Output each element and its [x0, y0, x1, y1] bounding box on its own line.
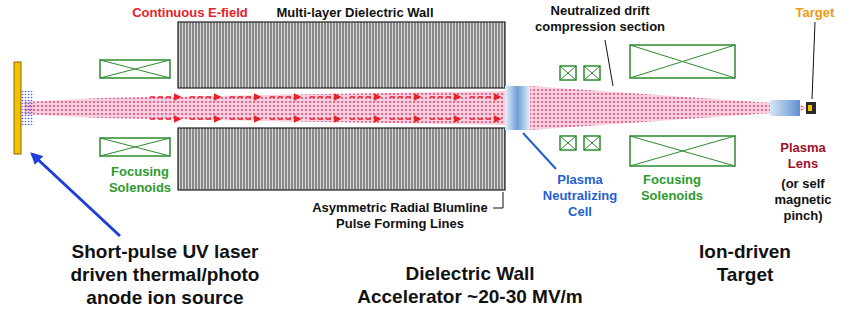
- efield-label-box: Continuous E-field: [115, 3, 265, 21]
- accelerator-title: Dielectric Wall Accelerator ~20-30 MV/m: [354, 262, 586, 308]
- efield-arrow: [470, 96, 500, 98]
- plasma-cell-label-box: Plasma Neutralizing Cell: [534, 172, 626, 220]
- ion-cloud: [21, 90, 34, 126]
- accelerator-title-box: Dielectric Wall Accelerator ~20-30 MV/m: [354, 262, 586, 308]
- drift-section-label-box: Neutralized drift compression section: [528, 3, 673, 35]
- blumline-label: Asymmetric Radial Blumline Pulse Forming…: [303, 200, 498, 232]
- ion-beam-dots: [24, 91, 505, 125]
- efield-arrow: [310, 118, 340, 120]
- solenoid-cross: [584, 66, 600, 80]
- wall-label: Multi-layer Dielectric Wall: [276, 5, 433, 21]
- target-label-box: Target: [790, 3, 840, 21]
- efield-arrow: [350, 118, 380, 120]
- efield-arrow: [430, 96, 460, 98]
- solenoid-cross: [584, 136, 600, 150]
- solenoid-cross: [630, 136, 735, 166]
- plasma-cell: [505, 86, 530, 130]
- plasma-lens-label-box: Plasma Lens: [772, 140, 834, 172]
- dielectric-wall: [178, 128, 505, 190]
- efield-arrow: [270, 118, 300, 120]
- target-block: [806, 102, 816, 114]
- leader-line: [812, 22, 815, 99]
- efield-arrows: [150, 97, 500, 119]
- efield-arrow: [230, 96, 260, 98]
- anode-plate: [14, 62, 21, 154]
- pinch-note-box: (or self magnetic pinch): [767, 176, 839, 224]
- efield-arrow: [150, 118, 180, 120]
- wall-label-box: Multi-layer Dielectric Wall: [250, 3, 460, 21]
- ion-beam-compressing: [530, 86, 808, 130]
- dielectric-wall-ground: [178, 22, 505, 88]
- dielectric-wall-ground: [178, 128, 505, 190]
- efield-arrow: [150, 96, 180, 98]
- ion-beam-compressing-dots: [530, 86, 808, 130]
- plasma-lens: [770, 100, 800, 116]
- efield-arrow: [230, 118, 260, 120]
- ion-beam: [24, 91, 505, 125]
- solenoid-coil: [100, 60, 170, 78]
- solenoid-label-box: Focusing Solenoids: [99, 164, 181, 196]
- solenoid-cross: [100, 138, 170, 156]
- solenoid-pair: [100, 60, 170, 156]
- solenoid-group: [560, 45, 735, 166]
- solenoid-coil: [100, 138, 170, 156]
- solenoid-coil: [630, 136, 735, 166]
- solenoid-coil: [584, 66, 600, 80]
- solenoid-label-box: Focusing Solenoids: [631, 172, 713, 204]
- drift-section-label: Neutralized drift compression section: [528, 3, 673, 35]
- efield-arrow: [390, 118, 420, 120]
- efield-arrow: [310, 96, 340, 98]
- leader-line: [523, 133, 556, 169]
- dielectric-wall: [178, 22, 505, 88]
- solenoid-label: Focusing Solenoids: [631, 172, 713, 204]
- pinch-note: (or self magnetic pinch): [767, 176, 839, 224]
- target-title: Ion-driven Target: [680, 240, 810, 286]
- efield-label: Continuous E-field: [132, 5, 248, 21]
- solenoid-coil: [560, 66, 576, 80]
- efield-arrow: [270, 96, 300, 98]
- pointer-arrow: [32, 154, 120, 236]
- solenoid-cross: [100, 60, 170, 78]
- ion-source-title-box: Short-pulse UV laser driven thermal/phot…: [53, 240, 278, 309]
- solenoid-coil: [630, 45, 735, 78]
- plasma-cell-label: Plasma Neutralizing Cell: [534, 172, 626, 220]
- solenoid-coil: [560, 136, 576, 150]
- solenoid-cross: [560, 66, 576, 80]
- blumline-label-box: Asymmetric Radial Blumline Pulse Forming…: [303, 200, 498, 232]
- efield-arrow: [390, 96, 420, 98]
- target-label: Target: [796, 5, 835, 21]
- efield-arrow: [190, 96, 220, 98]
- target-core: [808, 105, 812, 111]
- bracket-line: [493, 192, 503, 208]
- plasma-lens-label: Plasma Lens: [772, 140, 834, 172]
- ion-source-title: Short-pulse UV laser driven thermal/phot…: [53, 240, 278, 309]
- solenoid-cross: [560, 136, 576, 150]
- leader-line: [605, 40, 613, 86]
- efield-arrow: [470, 118, 500, 120]
- efield-arrow: [190, 118, 220, 120]
- solenoid-cross: [630, 45, 735, 78]
- efield-arrow: [350, 96, 380, 98]
- solenoid-coil: [584, 136, 600, 150]
- efield-arrow: [430, 118, 460, 120]
- target-title-box: Ion-driven Target: [680, 240, 810, 286]
- solenoid-label: Focusing Solenoids: [99, 164, 181, 196]
